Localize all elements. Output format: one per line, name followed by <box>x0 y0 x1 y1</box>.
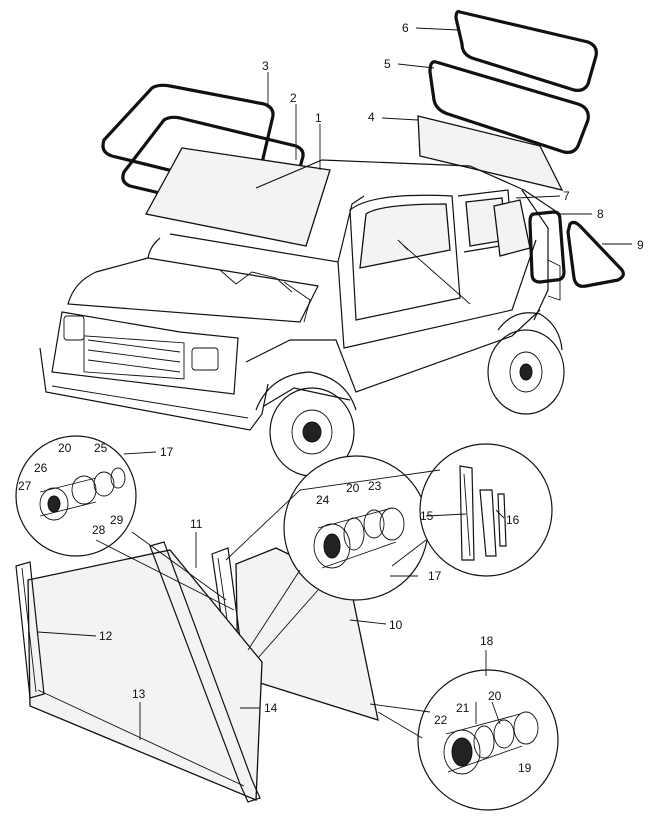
callout-14: 14 <box>264 701 278 715</box>
callout-20-left: 20 <box>58 441 72 455</box>
callout-7: 7 <box>563 189 570 203</box>
callout-17-center: 17 <box>428 569 442 583</box>
callout-26: 26 <box>34 461 48 475</box>
callout-20-bottom: 20 <box>488 689 502 703</box>
vehicle-body <box>39 159 565 477</box>
quarter-glass-7 <box>493 199 531 257</box>
leader-lines <box>37 27 632 740</box>
quarter-glass-9 <box>566 220 625 288</box>
callout-2: 2 <box>290 91 297 105</box>
rear-window-seal-6 <box>454 10 598 92</box>
connector-lines <box>95 469 441 739</box>
callout-22: 22 <box>434 713 448 727</box>
callout-10: 10 <box>389 618 403 632</box>
callout-19: 19 <box>518 761 532 775</box>
callout-20-center: 20 <box>346 481 360 495</box>
callout-8: 8 <box>597 207 604 221</box>
windshield-glass-1 <box>145 147 331 247</box>
detail-circle-clip-left <box>15 435 137 557</box>
callout-17-left: 17 <box>160 445 174 459</box>
callout-28: 28 <box>92 523 106 537</box>
callout-5: 5 <box>384 57 391 71</box>
callout-24: 24 <box>316 493 330 507</box>
callout-15: 15 <box>420 509 434 523</box>
callout-labels: 3 2 1 4 5 6 7 8 9 10 11 12 13 14 15 16 1… <box>18 21 644 775</box>
callout-27: 27 <box>18 479 32 493</box>
callout-11: 11 <box>190 517 203 531</box>
callout-21: 21 <box>456 701 470 715</box>
callout-23: 23 <box>368 479 382 493</box>
glass-channel-14 <box>149 541 261 803</box>
rear-glass-4 <box>417 115 564 191</box>
callout-18: 18 <box>480 634 494 648</box>
callout-12: 12 <box>99 629 113 643</box>
detail-circle-clip-bottom <box>417 669 559 811</box>
glass-run-12 <box>15 561 45 699</box>
detail-circle-clip-center <box>283 455 429 601</box>
rear-door-glass-13 <box>27 549 263 801</box>
callout-6: 6 <box>402 21 409 35</box>
quarter-seal-8 <box>528 210 566 284</box>
callout-1: 1 <box>315 111 322 125</box>
callout-16: 16 <box>506 513 520 527</box>
callout-29: 29 <box>110 513 124 527</box>
detail-circle-channel <box>419 443 553 577</box>
callout-9: 9 <box>637 238 644 252</box>
callout-3: 3 <box>262 59 269 73</box>
callout-4: 4 <box>368 110 375 124</box>
callout-13: 13 <box>132 687 146 701</box>
callout-25: 25 <box>94 441 108 455</box>
